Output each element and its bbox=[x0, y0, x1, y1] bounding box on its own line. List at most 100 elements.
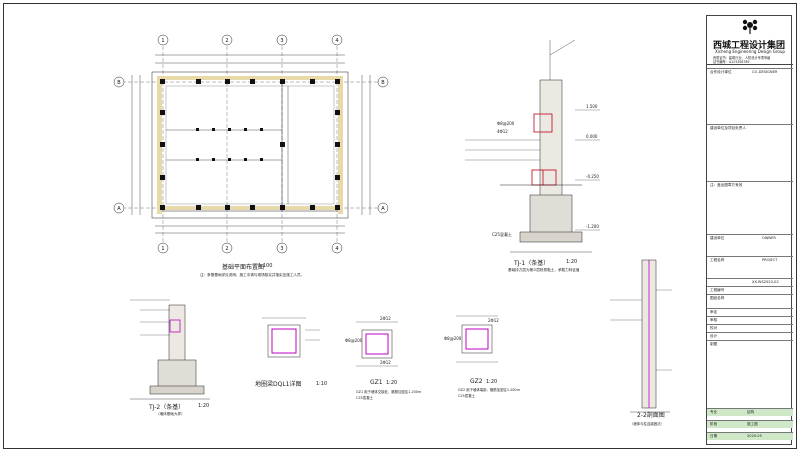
tb-row: 校对 bbox=[707, 324, 793, 332]
tb-row: 制图 bbox=[707, 340, 793, 348]
axis-label-col: 2 bbox=[225, 38, 228, 44]
tb-label: 工程编号 bbox=[710, 288, 725, 292]
tb-value: CO-DESIGNER bbox=[752, 70, 778, 74]
tb-value: 结构 bbox=[747, 410, 755, 414]
tj2-title: TJ-2（条基） bbox=[149, 404, 185, 411]
rebar-label: 4Φ12 bbox=[497, 129, 508, 134]
axis-label-row: A bbox=[381, 206, 385, 212]
gz1-scale: 1:20 bbox=[386, 380, 398, 386]
axis-label-col: 1 bbox=[161, 38, 164, 44]
company-cert-no: 证书编号：A123456789 bbox=[713, 60, 750, 64]
dql1-title: 地圈梁DQL1详图 bbox=[255, 381, 302, 388]
dql1-scale: 1:10 bbox=[316, 381, 328, 387]
tb-row: 日期 2020.05 bbox=[707, 432, 793, 440]
rebar-label: Φ8@200 bbox=[497, 121, 515, 126]
tj2-section-drawing bbox=[130, 299, 210, 400]
dql1-detail-drawing bbox=[262, 317, 320, 358]
gz1-note: C25混凝土 bbox=[356, 396, 373, 400]
tb-label: 审定 bbox=[710, 310, 718, 314]
plan-title: 基础平面布置图 bbox=[222, 264, 265, 271]
rebar-label: Φ8@200 bbox=[444, 336, 462, 341]
tb-label: 校对 bbox=[710, 326, 718, 330]
tj1-scale: 1:20 bbox=[566, 259, 578, 265]
section-2-2-title: 2-2剖面图 bbox=[637, 412, 665, 419]
tb-row: 注：盖出图章方有效 bbox=[707, 181, 793, 189]
tb-row: 工程编号 bbox=[707, 286, 793, 294]
rebar-label: 2Φ12 bbox=[380, 360, 391, 365]
tb-value: XX-WS2020-02 bbox=[752, 280, 779, 284]
section-2-2-note: （墙体与柱连接做法） bbox=[630, 422, 664, 426]
tb-label: 图纸名称 bbox=[710, 296, 725, 300]
rebar-label: 2Φ12 bbox=[488, 318, 499, 323]
axis-label-col: 3 bbox=[280, 246, 283, 252]
axis-label-col: 1 bbox=[161, 246, 164, 252]
company-name: 西城工程设计集团 bbox=[713, 41, 786, 51]
tj1-section-drawing bbox=[465, 39, 600, 253]
tb-label: 设计 bbox=[710, 334, 718, 338]
gz2-detail-drawing bbox=[456, 315, 498, 363]
tb-label: 专业 bbox=[710, 410, 718, 414]
tb-row: 图纸名称 bbox=[707, 294, 793, 302]
axis-label-col: 3 bbox=[280, 38, 283, 44]
tb-row: 审核 bbox=[707, 316, 793, 324]
company-name-en: Xicheng Engineering Design Group bbox=[715, 49, 785, 54]
tb-value: 2020.05 bbox=[747, 434, 762, 438]
level-label: -1.200 bbox=[586, 224, 599, 229]
level-label: 1.500 bbox=[586, 104, 598, 109]
tj1-note: 基础持力层为第②层粉质黏土，承载力特征值 bbox=[508, 268, 580, 272]
tb-row: 合作设计单位 CO-DESIGNER bbox=[707, 68, 793, 76]
company-logo-icon bbox=[742, 19, 758, 34]
tb-label: 建设单位及项目负责人 bbox=[710, 126, 746, 130]
gz2-title: GZ2 bbox=[470, 378, 483, 385]
gz2-note: C25混凝土 bbox=[458, 394, 475, 398]
tb-row: XX-WS2020-02 bbox=[707, 278, 793, 286]
axis-label-row: A bbox=[117, 206, 121, 212]
drawing-canvas: 1 2 3 4 1 2 3 4 B B A A bbox=[113, 34, 672, 413]
axis-label-row: B bbox=[381, 80, 385, 86]
tb-label: 审核 bbox=[710, 318, 718, 322]
tb-label: 注：盖出图章方有效 bbox=[710, 183, 743, 187]
company-qualification: 资质证书：建筑行业、人防设计专项甲级 bbox=[713, 56, 771, 60]
gz2-note: GZ2 用于墙体端部，箍筋加密区1.200m bbox=[458, 388, 520, 392]
axis-label-row: B bbox=[117, 80, 121, 86]
tb-label: 建设单位 bbox=[710, 236, 725, 240]
tb-label: 日期 bbox=[710, 434, 718, 438]
gz1-title: GZ1 bbox=[370, 379, 383, 386]
level-label: 0.000 bbox=[586, 134, 598, 139]
axis-label-col: 2 bbox=[225, 246, 228, 252]
rebar-label: Φ8@200 bbox=[345, 338, 363, 343]
section-2-2-drawing bbox=[610, 259, 672, 413]
tb-label: 制图 bbox=[710, 342, 718, 346]
company-logo-area: 西城工程设计集团 Xicheng Engineering Design Grou… bbox=[707, 16, 793, 65]
gz2-scale: 1:20 bbox=[486, 379, 498, 385]
foundation-plan bbox=[113, 34, 389, 254]
tb-label: 阶段 bbox=[710, 422, 718, 426]
sheet-frame bbox=[3, 3, 797, 449]
plan-scale: 1:100 bbox=[258, 263, 273, 269]
axis-label-col: 4 bbox=[335, 38, 338, 44]
tb-value: 施工图 bbox=[747, 422, 758, 426]
tb-row: 建设单位 OWNER bbox=[707, 234, 793, 242]
tb-row: 设计 bbox=[707, 332, 793, 340]
title-block: 西城工程设计集团 Xicheng Engineering Design Grou… bbox=[706, 15, 793, 445]
tb-label: 工程名称 bbox=[710, 258, 725, 262]
tb-row: 专业 结构 bbox=[707, 408, 793, 416]
tj2-scale: 1:20 bbox=[198, 403, 210, 409]
tb-label: 合作设计单位 bbox=[710, 70, 732, 74]
tb-row: 建设单位及项目负责人 bbox=[707, 124, 793, 132]
tb-row: 审定 bbox=[707, 308, 793, 316]
tj2-note: （墙体基础大样） bbox=[156, 412, 185, 416]
tb-value: PROJECT bbox=[762, 258, 778, 262]
tb-value: OWNER bbox=[762, 236, 776, 240]
axis-label-col: 4 bbox=[335, 246, 338, 252]
gz1-detail-drawing bbox=[356, 321, 398, 367]
tb-row: 阶段 施工图 bbox=[707, 420, 793, 428]
rebar-label: 2Φ12 bbox=[380, 316, 391, 321]
concrete-label: C25混凝土 bbox=[492, 231, 512, 237]
plan-note: 注：条基基础详见说明，施工中请与现场核实并落实至施工人员。 bbox=[200, 273, 305, 277]
level-label: -0.250 bbox=[586, 174, 599, 179]
gz1-note: GZ1 用于墙体交接处，箍筋加密区1.200m bbox=[356, 390, 422, 394]
tj1-title: TJ-1（条基） bbox=[514, 260, 550, 267]
tb-row: 工程名称 PROJECT bbox=[707, 256, 793, 264]
